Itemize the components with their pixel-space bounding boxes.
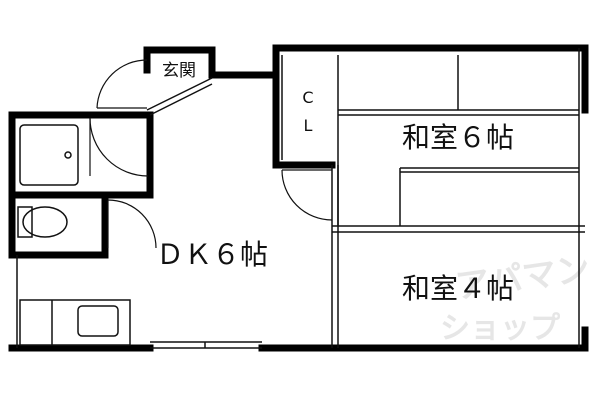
dk-label: ＤＫ６帖 (156, 238, 268, 271)
toilet-icon (17, 206, 68, 238)
doors (89, 59, 333, 249)
watermark-logo: アパマン ショップ (440, 249, 593, 346)
bathtub-icon (19, 124, 79, 186)
partitions (16, 48, 585, 349)
svg-text:ショップ: ショップ (440, 311, 561, 346)
walls (8, 44, 589, 352)
room-6-label: 和室６帖 (402, 121, 514, 154)
fixtures (17, 124, 79, 238)
room-4-label: 和室４帖 (402, 272, 514, 305)
closet-label-l: L (304, 116, 313, 135)
closet-label-c: C (302, 88, 313, 107)
genkan-label: 玄関 (162, 61, 196, 81)
